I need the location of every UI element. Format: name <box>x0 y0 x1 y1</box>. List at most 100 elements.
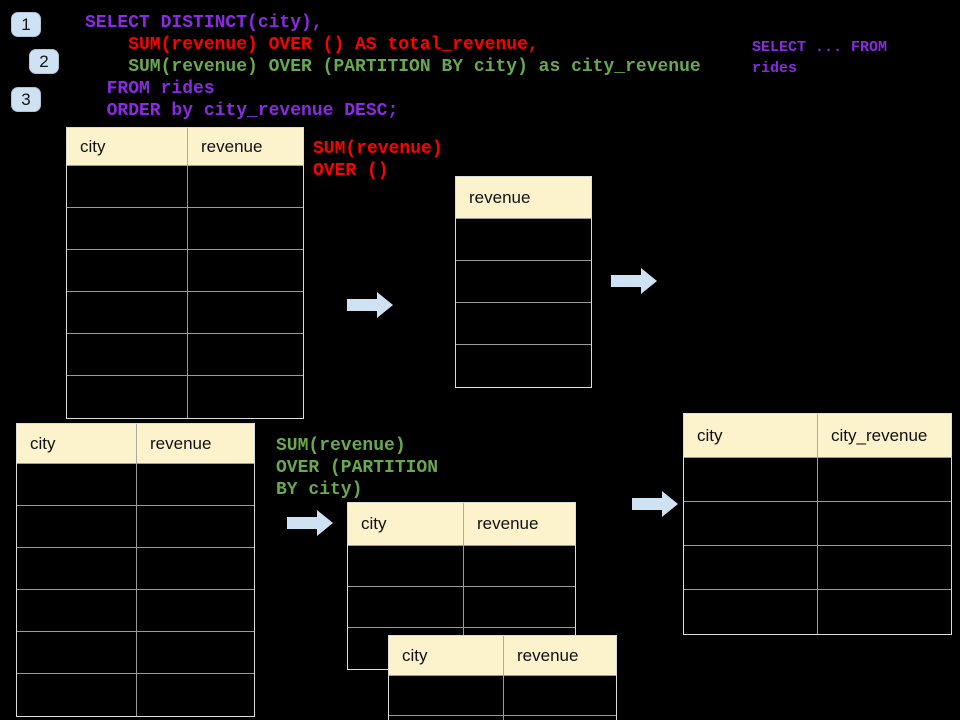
table-total-revenue-header-row: revenue <box>456 177 591 219</box>
table-cell <box>67 334 188 376</box>
table-cell <box>137 506 254 548</box>
table-cell <box>456 219 591 261</box>
table-row <box>17 464 254 506</box>
table-cell <box>17 464 137 506</box>
table-partition-step-header-row: city revenue <box>348 503 575 546</box>
table-cell <box>188 292 303 334</box>
column-header-city: city <box>348 503 464 546</box>
table-cell <box>67 208 188 250</box>
table-row <box>456 303 591 345</box>
step-badge-1-label: 1 <box>21 14 31 34</box>
table-cell <box>464 546 575 587</box>
table-cell <box>818 502 951 546</box>
table-row <box>684 502 951 546</box>
table-row <box>17 674 254 716</box>
table-cell <box>464 587 575 628</box>
table-cell <box>137 548 254 590</box>
table-source-bottom-header-row: city revenue <box>17 424 254 464</box>
table-cell <box>137 674 254 716</box>
table-row <box>684 458 951 502</box>
table-row <box>17 590 254 632</box>
column-header-revenue: revenue <box>464 503 575 546</box>
table-cell <box>188 208 303 250</box>
sql-line-total-revenue: SUM(revenue) OVER () AS total_revenue, <box>85 35 539 55</box>
column-header-revenue: revenue <box>137 424 254 464</box>
table-cell <box>188 334 303 376</box>
table-row <box>67 376 303 418</box>
table-cell <box>684 458 818 502</box>
sql-code-block: SELECT DISTINCT(city), SUM(revenue) OVER… <box>85 12 701 122</box>
table-row <box>456 219 591 261</box>
column-header-city: city <box>389 636 504 676</box>
table-cell <box>17 590 137 632</box>
sql-line-select: SELECT DISTINCT(city), <box>85 13 323 33</box>
column-header-revenue: revenue <box>188 128 303 166</box>
table-cell <box>17 548 137 590</box>
table-source-top: city revenue <box>66 127 304 419</box>
step-badge-1: 1 <box>11 12 41 37</box>
table-total-revenue-result: revenue <box>455 176 592 388</box>
column-header-city: city <box>17 424 137 464</box>
table-row <box>67 166 303 208</box>
arrow-right-icon <box>287 510 333 536</box>
table-row <box>348 546 575 587</box>
table-cell <box>137 632 254 674</box>
sql-line-order: ORDER by city_revenue DESC; <box>85 101 399 121</box>
arrow-right-icon <box>611 268 657 294</box>
table-row <box>456 261 591 303</box>
table-partition-step-2-header-row: city revenue <box>389 636 616 676</box>
table-cell <box>456 261 591 303</box>
table-row <box>684 590 951 634</box>
column-header-city-revenue: city_revenue <box>818 414 951 458</box>
table-cell <box>684 502 818 546</box>
table-cell <box>17 506 137 548</box>
table-cell <box>348 546 464 587</box>
step-badge-3: 3 <box>11 87 41 112</box>
table-row <box>456 345 591 387</box>
table-cell <box>348 587 464 628</box>
table-row <box>684 546 951 590</box>
sql-line-partition: SUM(revenue) OVER (PARTITION BY city) as… <box>85 57 701 77</box>
column-header-city: city <box>684 414 818 458</box>
label-sum-over-partition: SUM(revenue) OVER (PARTITION BY city) <box>276 436 439 500</box>
table-cell <box>818 458 951 502</box>
table-cell <box>818 546 951 590</box>
table-cell <box>504 676 616 716</box>
table-row <box>389 676 616 716</box>
table-partition-step-2: city revenue <box>388 635 617 720</box>
arrow-right-icon <box>347 292 393 318</box>
label-sum-over-empty: SUM(revenue) OVER () <box>313 139 443 181</box>
table-row <box>17 506 254 548</box>
table-cell <box>389 716 504 720</box>
table-cell <box>188 166 303 208</box>
table-cell <box>818 590 951 634</box>
table-source-top-header-row: city revenue <box>67 128 303 166</box>
table-partition-step: city revenue <box>347 502 576 670</box>
table-row <box>17 548 254 590</box>
step-badge-3-label: 3 <box>21 89 31 109</box>
column-header-revenue: revenue <box>456 177 591 219</box>
table-cell <box>456 345 591 387</box>
sql-side-note: SELECT ... FROM rides <box>752 39 888 77</box>
table-cell <box>67 166 188 208</box>
table-row <box>67 292 303 334</box>
table-cell <box>67 376 188 418</box>
table-cell <box>17 674 137 716</box>
table-cell <box>67 250 188 292</box>
table-cell <box>188 250 303 292</box>
table-row <box>67 334 303 376</box>
table-cell <box>389 676 504 716</box>
table-row <box>67 208 303 250</box>
table-source-bottom: city revenue <box>16 423 255 717</box>
sql-line-from: FROM rides <box>85 79 215 99</box>
table-city-revenue-header-row: city city_revenue <box>684 414 951 458</box>
table-cell <box>504 716 616 720</box>
table-city-revenue-result: city city_revenue <box>683 413 952 635</box>
column-header-city: city <box>67 128 188 166</box>
step-badge-2: 2 <box>29 49 59 74</box>
table-cell <box>137 590 254 632</box>
arrow-right-icon <box>632 491 678 517</box>
table-cell <box>456 303 591 345</box>
table-cell <box>684 590 818 634</box>
